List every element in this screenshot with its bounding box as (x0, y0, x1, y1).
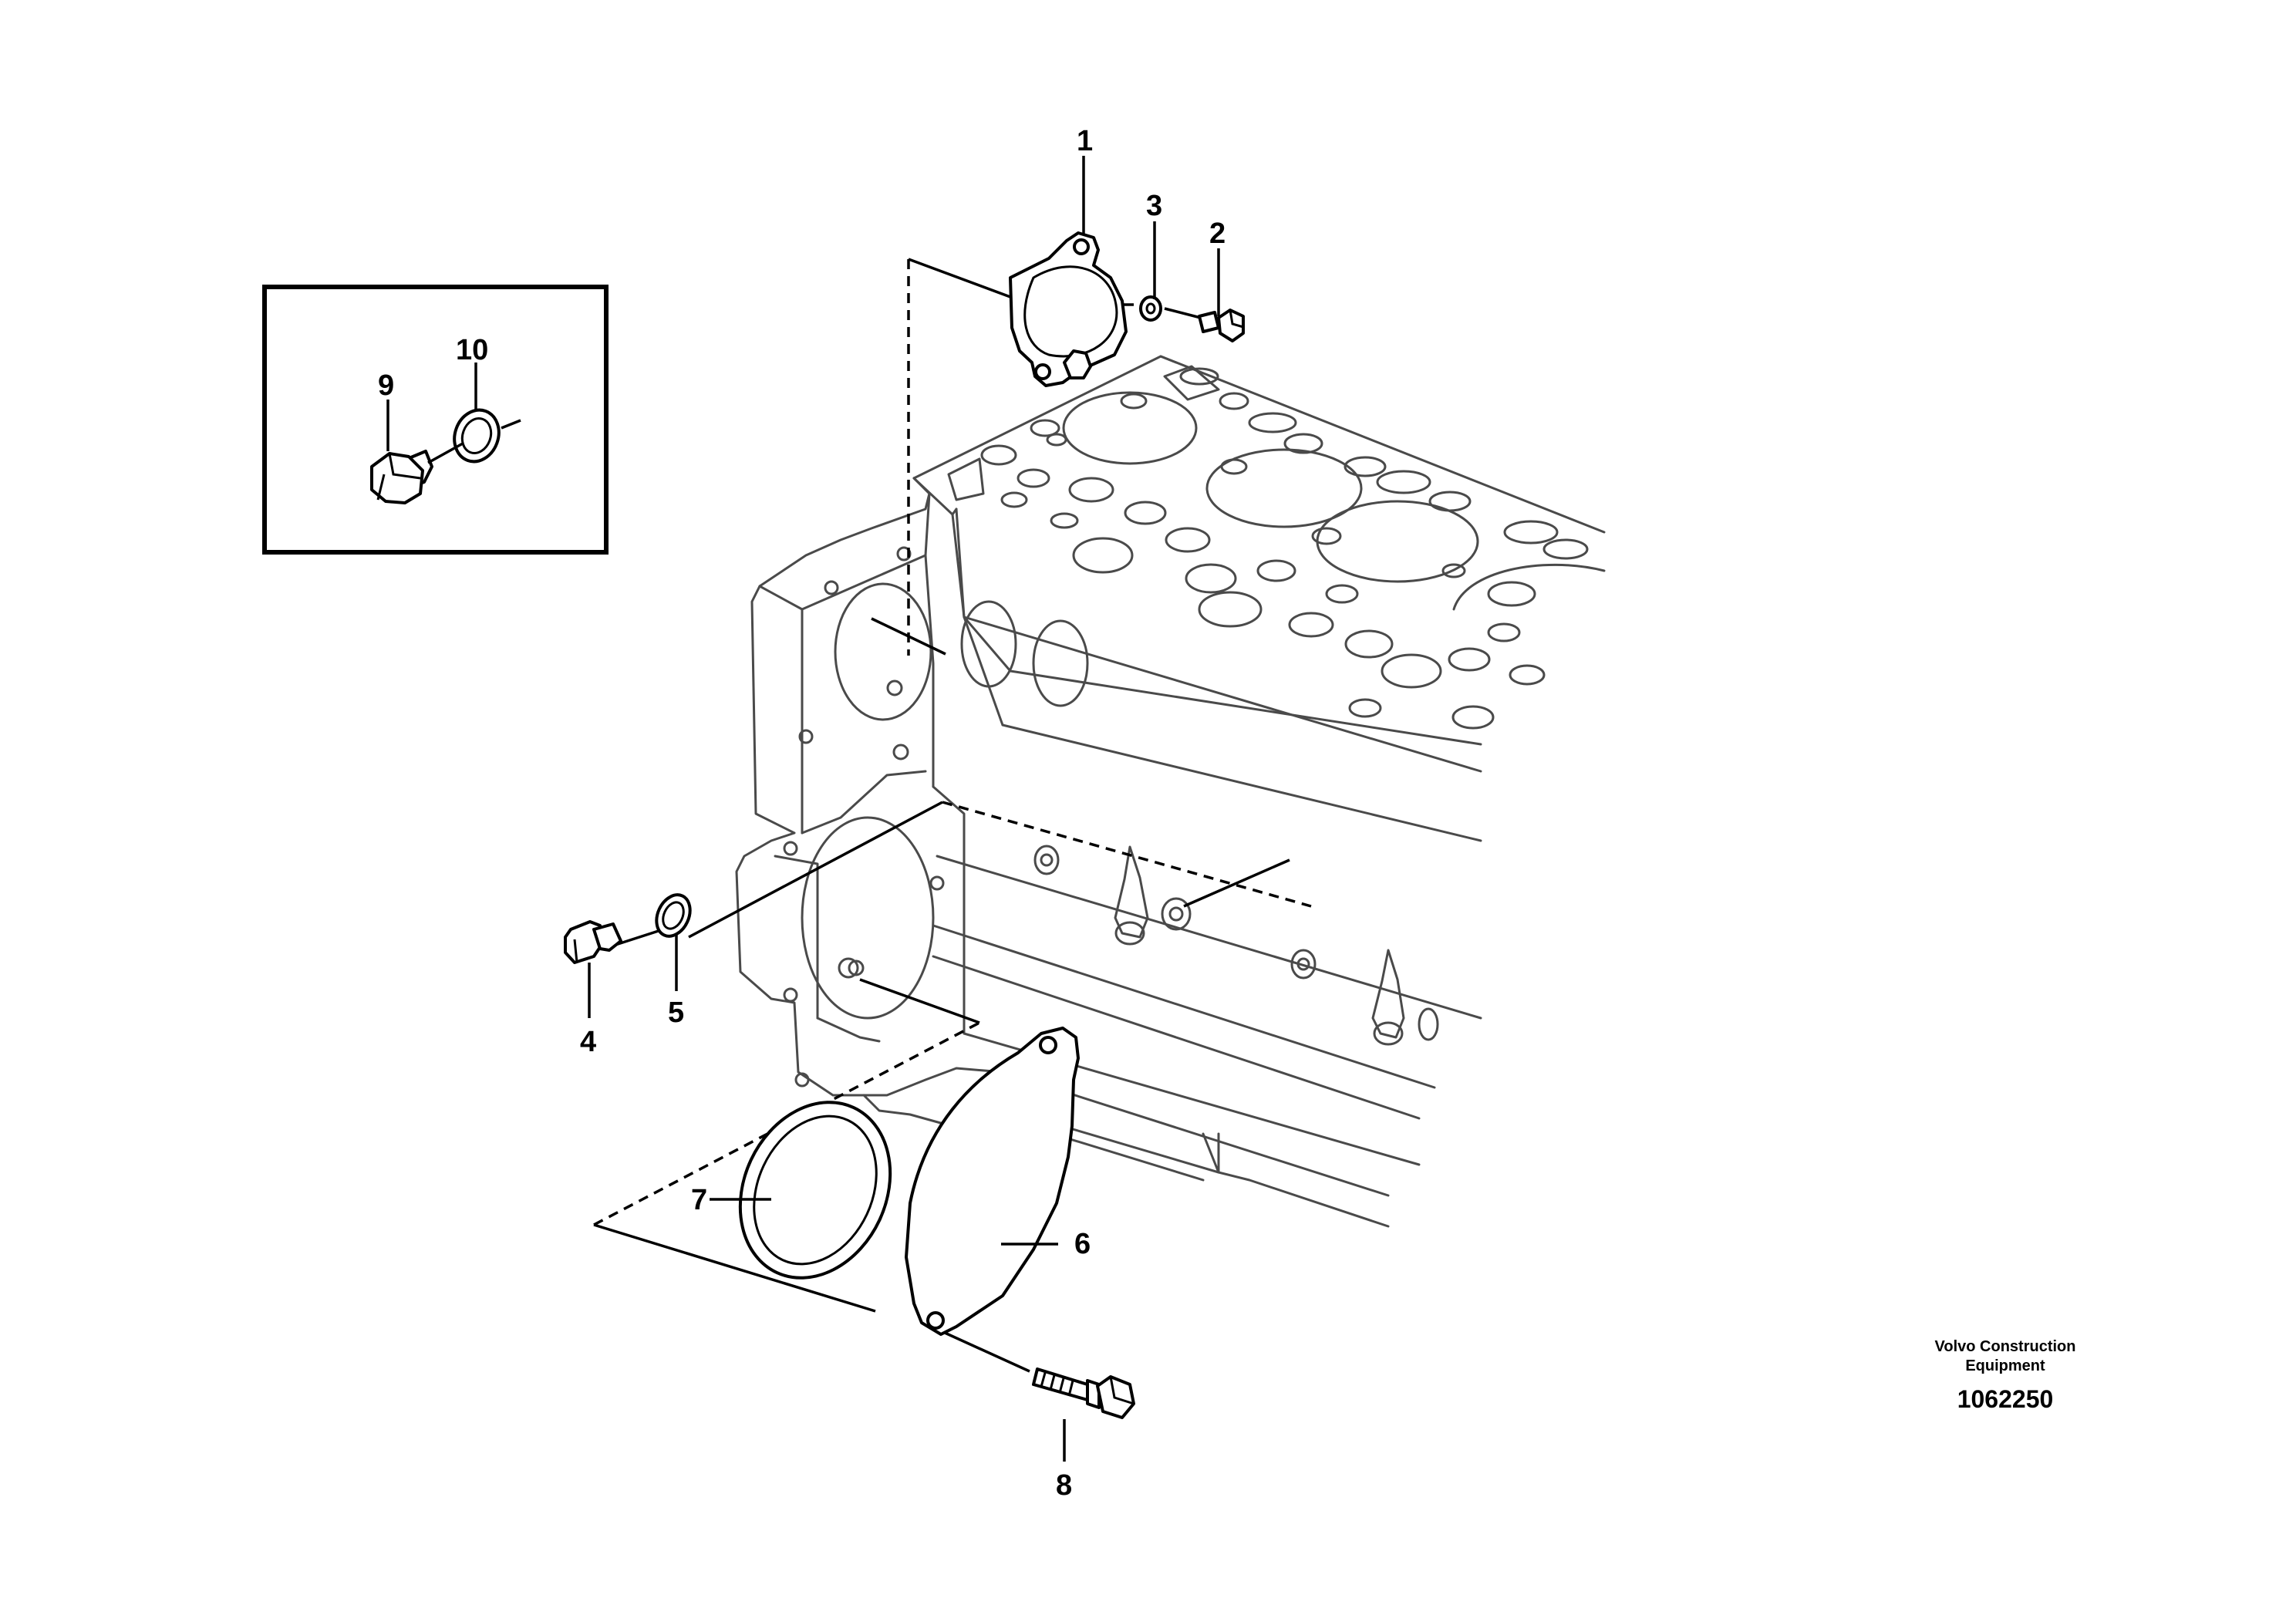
callout-leaders (386, 156, 1220, 1462)
callout-6: 6 (1074, 1228, 1091, 1260)
brand-line-2: Equipment (1965, 1357, 2045, 1374)
engine-block (735, 355, 1606, 1228)
callout-2: 2 (1209, 218, 1226, 250)
document-number: 1062250 (1957, 1385, 2054, 1413)
callout-7: 7 (691, 1184, 707, 1216)
callout-8: 8 (1056, 1469, 1072, 1502)
callout-4: 4 (580, 1026, 596, 1058)
part-10-seal-ring (427, 408, 521, 464)
callout-1: 1 (1077, 125, 1093, 157)
part-3-washer (1139, 295, 1162, 322)
part-8-bolt (1032, 1367, 1135, 1419)
callout-9: 9 (378, 369, 394, 402)
footer-brand: Volvo Construction Equipment 1062250 (1935, 1338, 2076, 1413)
part-5-sealing-ring (655, 893, 692, 938)
callout-10: 10 (456, 334, 488, 366)
callout-5: 5 (668, 996, 684, 1029)
part-9-plug (370, 450, 433, 504)
part-7-o-ring (738, 1101, 892, 1280)
part-4-plug-bolt (564, 920, 622, 964)
part-2-bolt (1198, 309, 1245, 342)
brand-line-1: Volvo Construction (1935, 1338, 2076, 1355)
part-6-cover-plate (905, 1027, 1080, 1336)
callout-3: 3 (1146, 190, 1162, 222)
part-1-cover-plate (1009, 231, 1128, 387)
callout-labels: 1 2 3 10 9 4 5 7 6 8 (378, 125, 1226, 1502)
inset-box (262, 285, 609, 555)
